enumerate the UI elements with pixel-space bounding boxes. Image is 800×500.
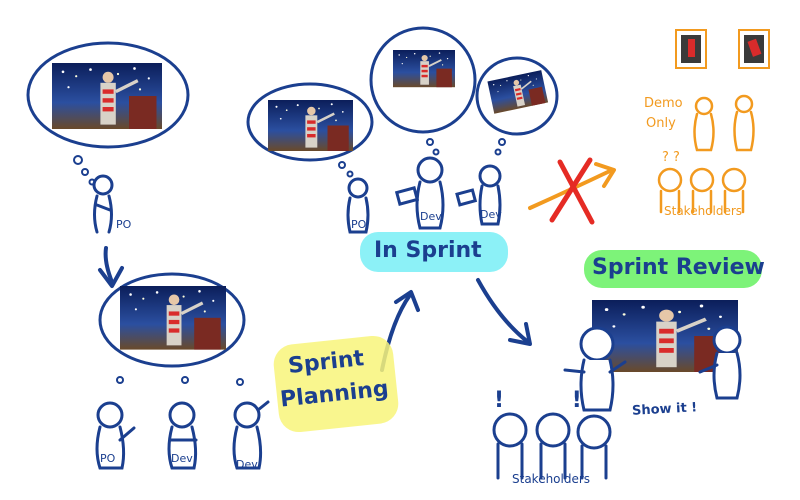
red-cross-mark [557,159,595,225]
dev-label-bottom-2: Dev [236,458,258,471]
demo-thumbnails [675,29,770,69]
po-label-sprint: PO [351,218,367,231]
po-figure-top [92,174,114,234]
thought-bubble-sprint-dev2 [475,56,559,156]
stakeholders-blue-label: Stakeholders [512,472,591,486]
thought-bubble-planning [98,272,246,386]
arrow-po-to-planning [103,246,114,284]
question-marks: ? ? [662,150,680,165]
review-stakeholders [492,412,612,480]
sprint-review-label: Sprint Review [592,255,765,280]
exclamation-marks: ! ! [494,388,612,413]
po-label-bottom: PO [100,452,116,465]
dev-label-bottom-1: Dev [171,452,193,465]
highlight-planning [273,335,399,433]
stakeholders-orange-label: Stakeholders [664,204,743,218]
dev-label-sprint-1: Dev [420,210,442,223]
thought-bubble-sprint-po [246,82,374,178]
po-label-top: PO [116,218,132,231]
scarf-photo-2 [118,284,228,352]
blocked-arrow [528,157,616,225]
planning-team [95,400,270,470]
dev-label-sprint-2: Dev [480,208,502,221]
orange-stakeholders [657,167,747,214]
scarf-photo-1 [50,61,164,131]
thought-bubble-po-top [26,41,190,186]
demo-label-line2: Only [646,116,676,131]
highlight-in-sprint [360,232,508,272]
sprint-team [346,156,502,234]
arrow-sprint-to-review [476,278,530,344]
demo-label-line1: Demo [644,96,683,111]
demo-team [693,94,755,152]
highlight-review [584,250,762,288]
review-team [563,325,742,412]
thought-bubble-sprint-dev1 [369,26,477,156]
in-sprint-label: In Sprint [374,238,482,263]
